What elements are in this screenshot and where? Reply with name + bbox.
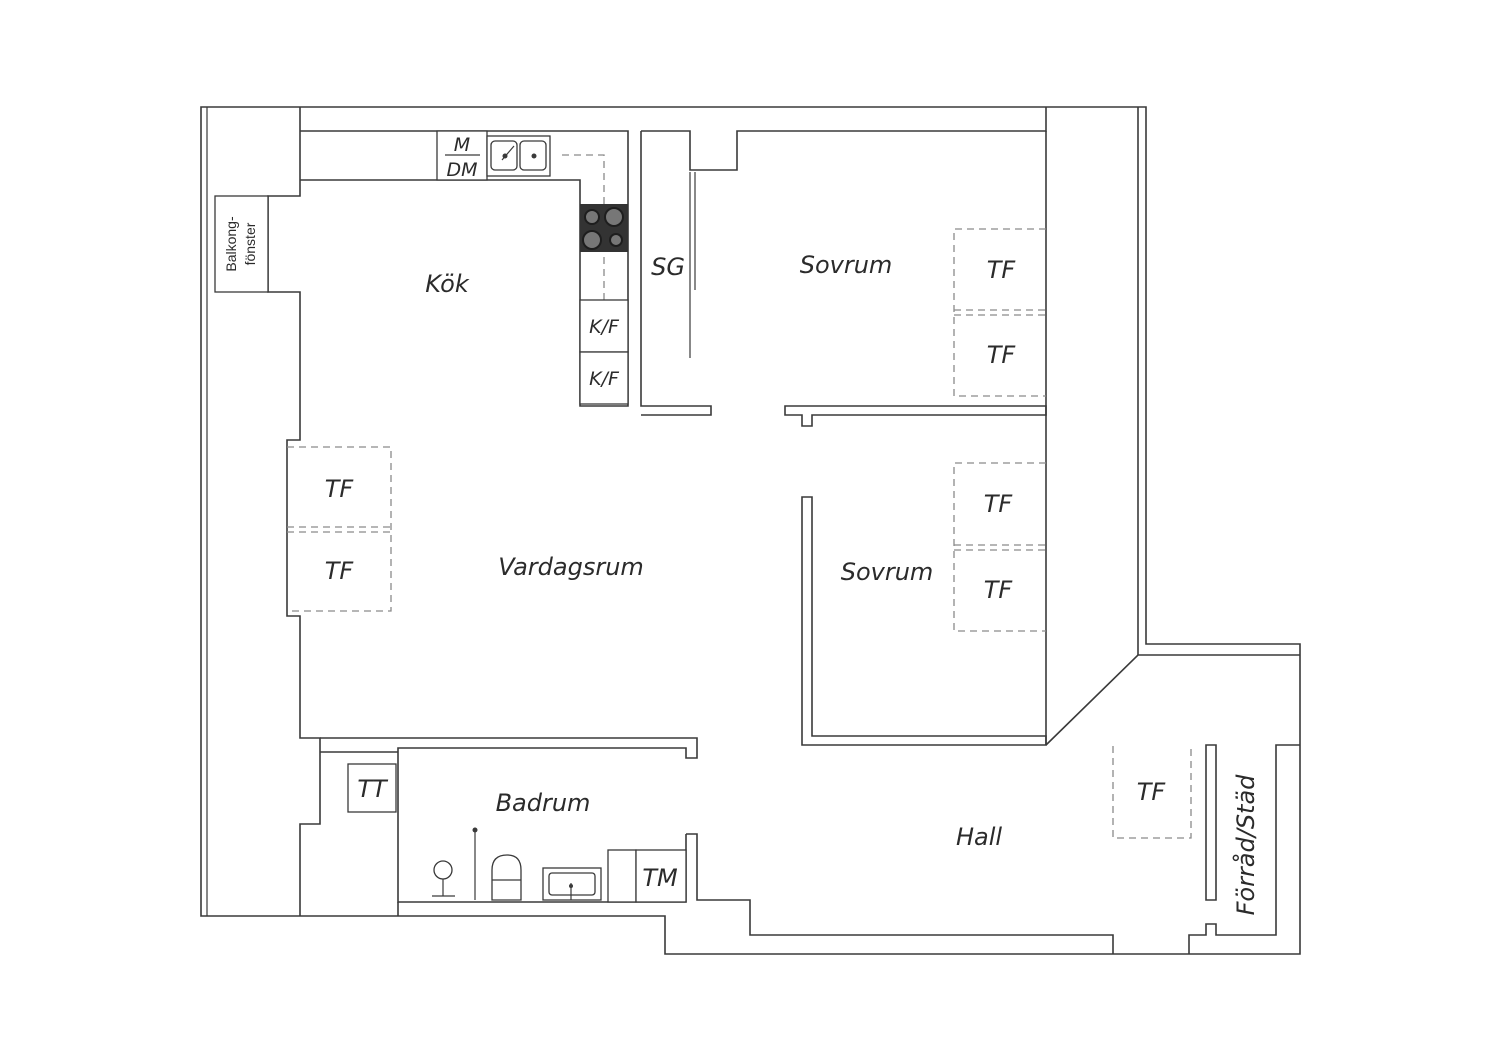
kitchen-fixtures: M DM K/F K/F [436, 130, 629, 405]
wardrobe-tf-label-3: TF [984, 490, 1014, 518]
walls [200, 106, 1301, 955]
wardrobe-tf-label-7: TF [1137, 778, 1167, 806]
room-label-sovrum-1: Sovrum [800, 251, 893, 279]
wardrobe-tf-label-5: TF [325, 475, 355, 503]
balcony-window-label-1: Balkong- [223, 216, 239, 272]
stove-icon [580, 204, 628, 252]
balcony-window: Balkong- fönster [214, 195, 269, 293]
room-label-kok: Kök [425, 270, 470, 298]
kitchen-sink-icon [486, 135, 551, 177]
bathroom-fixtures [347, 763, 687, 903]
wardrobe-tf-label-1: TF [987, 256, 1017, 284]
shower-icon [432, 827, 478, 900]
room-label-sovrum-2: Sovrum [841, 558, 934, 586]
wardrobe-tf-label-6: TF [325, 557, 355, 585]
fridge-freezer-label-1: K/F [589, 316, 620, 338]
washing-machine-tm-label: TM [642, 864, 678, 892]
room-label-forrad-stad: Förråd/Städ [1231, 774, 1260, 916]
wardrobe-tf-label-2: TF [987, 341, 1017, 369]
wardrobes [287, 228, 1192, 839]
wardrobe-tf-label-4: TF [984, 576, 1014, 604]
wardrobe-sg-label: SG [651, 253, 685, 281]
room-label-badrum: Badrum [496, 789, 591, 817]
toilet-icon [491, 854, 522, 901]
room-label-vardagsrum: Vardagsrum [498, 553, 644, 581]
dishwasher-label: DM [446, 159, 477, 181]
washbasin-icon [542, 867, 602, 901]
room-label-hall: Hall [956, 823, 1002, 851]
balcony-window-label-2: fönster [242, 222, 258, 265]
sliding-door-icon [689, 172, 696, 358]
dryer-tt-label: TT [357, 775, 389, 803]
microwave-label: M [454, 134, 470, 156]
fridge-freezer-label-2: K/F [589, 368, 620, 390]
